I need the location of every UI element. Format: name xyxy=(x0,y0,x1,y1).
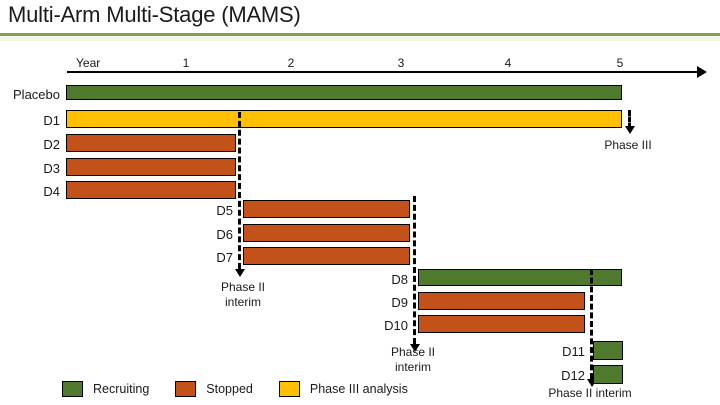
bar-d6 xyxy=(243,224,410,242)
row-label-d8: D8 xyxy=(391,272,408,287)
bar-d10 xyxy=(418,315,585,333)
row-label-d10: D10 xyxy=(384,318,408,333)
row-label-d4: D4 xyxy=(43,184,60,199)
row-label-d2: D2 xyxy=(43,137,60,152)
annotation-phase2-interim-3: Phase II interim xyxy=(548,386,632,400)
legend: Recruiting Stopped Phase III analysis xyxy=(62,379,434,399)
annotation-phase3: Phase III xyxy=(604,138,652,152)
axis-label-year: Year xyxy=(76,56,101,70)
bar-d2 xyxy=(66,134,236,152)
row-label-d6: D6 xyxy=(216,227,233,242)
legend-label-phase3-analysis: Phase III analysis xyxy=(309,382,408,396)
row-label-d11: D11 xyxy=(562,344,585,359)
axis-tick-1: 1 xyxy=(182,56,190,70)
guide-line-year-4-5 xyxy=(590,269,593,379)
bar-d9 xyxy=(418,292,585,310)
page-title: Multi-Arm Multi-Stage (MAMS) xyxy=(8,2,301,27)
guide-arrow-year-3 xyxy=(410,344,420,352)
legend-swatch-orange xyxy=(175,381,197,397)
bar-d7 xyxy=(243,247,410,265)
axis-tick-2: 2 xyxy=(287,56,295,70)
row-label-d1: D1 xyxy=(43,113,60,128)
guide-line-year-1-5 xyxy=(238,112,241,269)
axis-tick-3: 3 xyxy=(397,56,405,70)
guide-line-year-3 xyxy=(413,196,416,344)
axis-tick-4: 4 xyxy=(504,56,512,70)
axis-tick-5: 5 xyxy=(616,56,624,70)
timeline-arrow-icon xyxy=(697,66,707,78)
guide-line-year-5 xyxy=(628,110,631,129)
annotation-phase2-interim-1: Phase II interim xyxy=(220,280,266,309)
bar-d8 xyxy=(418,269,622,286)
legend-label-recruiting: Recruiting xyxy=(93,382,150,396)
row-label-d5: D5 xyxy=(216,203,233,218)
legend-swatch-yellow xyxy=(278,381,300,397)
row-label-d3: D3 xyxy=(43,161,60,176)
legend-swatch-green xyxy=(62,381,83,397)
row-label-d9: D9 xyxy=(391,295,408,310)
legend-label-stopped: Stopped xyxy=(206,382,253,396)
legend-item-recruiting: Recruiting xyxy=(62,381,149,397)
legend-item-stopped: Stopped xyxy=(175,381,253,397)
guide-arrow-year-4-5 xyxy=(587,379,597,387)
bar-d4 xyxy=(66,181,236,199)
bar-d11 xyxy=(593,341,623,360)
row-label-d12: D12 xyxy=(561,368,585,383)
guide-arrow-year-1-5 xyxy=(235,269,245,277)
timeline-axis xyxy=(67,71,699,73)
legend-item-phase3-analysis: Phase III analysis xyxy=(278,381,408,397)
annotation-phase2-interim-2: Phase II interim xyxy=(390,345,436,374)
row-label-d7: D7 xyxy=(216,250,233,265)
guide-arrow-year-5 xyxy=(625,126,635,134)
bar-d5 xyxy=(243,200,410,218)
bar-d1 xyxy=(66,110,622,128)
title-rule-accent xyxy=(0,33,720,36)
bar-placebo xyxy=(66,85,622,100)
row-label-placebo: Placebo xyxy=(13,87,60,102)
title-rule-light xyxy=(0,37,720,41)
bar-d3 xyxy=(66,158,236,176)
bar-d12 xyxy=(593,365,623,384)
